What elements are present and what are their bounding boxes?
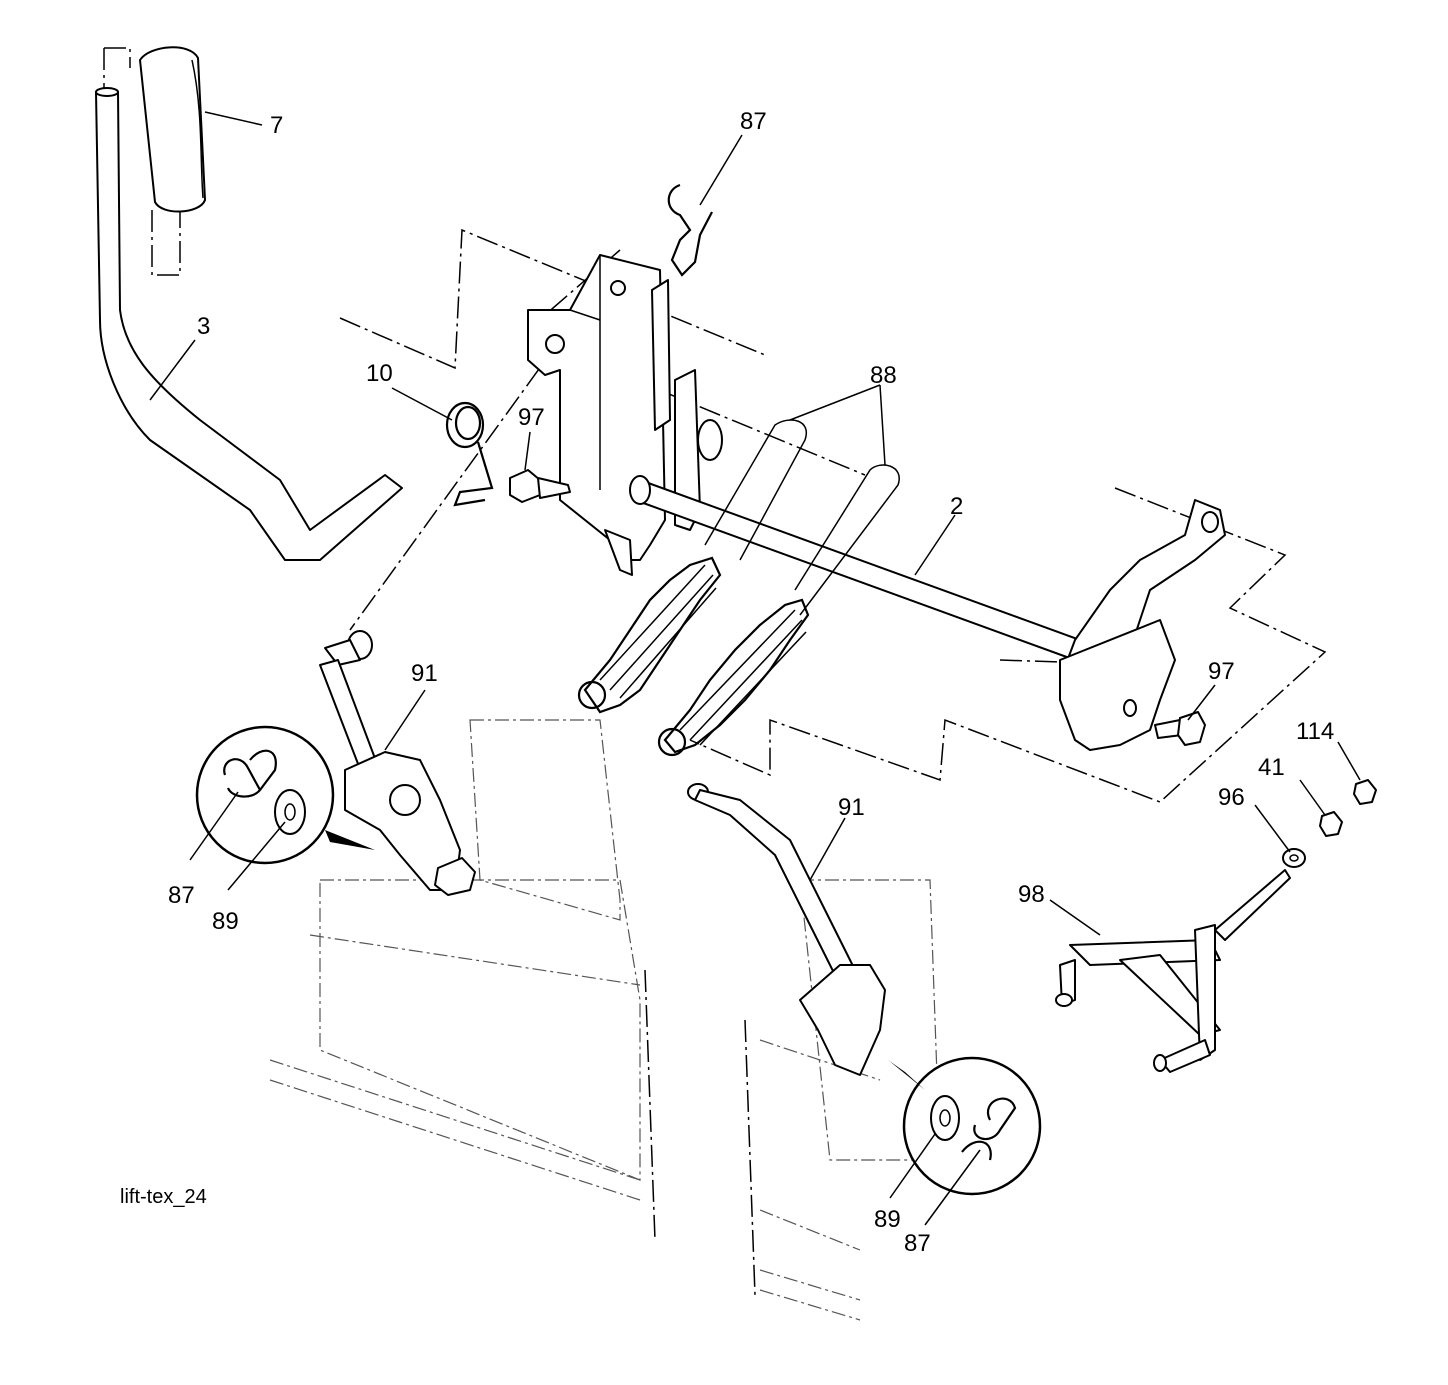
callout-96: 96: [1218, 784, 1245, 811]
torsion-spring: [445, 401, 494, 507]
callout-41: 41: [1258, 754, 1285, 781]
callout-89-right: 89: [874, 1206, 901, 1233]
hardware-stack: [1282, 779, 1377, 868]
extension-spring-right: [657, 598, 810, 757]
callout-97-left: 97: [518, 404, 545, 431]
spring-hooks: [704, 419, 900, 616]
callout-87-right: 87: [904, 1230, 931, 1257]
right-lift-arm: [1059, 499, 1226, 751]
callout-10: 10: [366, 360, 393, 387]
callout-3: 3: [197, 313, 211, 340]
deck-hanger: [1055, 869, 1291, 1073]
handle-grip: [139, 46, 206, 213]
lift-link-right: [687, 783, 886, 1076]
callout-7: 7: [270, 112, 284, 139]
callout-87-left: 87: [168, 882, 195, 909]
detail-circle-right: [888, 1056, 1042, 1196]
callout-91-left: 91: [411, 660, 438, 687]
leader-lines: [149, 111, 1361, 1226]
diagram-caption: lift-tex_24: [120, 1186, 207, 1208]
bolt-left: [509, 469, 571, 503]
lift-handle-rod: [95, 87, 403, 561]
detail-circle-left: [195, 725, 375, 865]
callout-91-right: 91: [838, 794, 865, 821]
mounting-bracket: [527, 254, 723, 576]
washer-96: [1282, 848, 1306, 868]
callout-89-left: 89: [212, 908, 239, 935]
callout-98: 98: [1018, 881, 1045, 908]
callout-2: 2: [950, 493, 964, 520]
callout-88: 88: [870, 362, 897, 389]
nut-41: [1319, 811, 1343, 837]
bolt-right: [1154, 711, 1206, 746]
callout-97-right: 97: [1208, 658, 1235, 685]
deck-frame-outline: [269, 719, 941, 1321]
callout-87-top: 87: [740, 108, 767, 135]
extension-spring-left: [577, 556, 722, 714]
callout-114: 114: [1296, 718, 1335, 745]
hairpin-clip-top: [667, 183, 713, 277]
nut-114: [1353, 779, 1377, 805]
lift-shaft: [629, 475, 1081, 661]
lift-link-left: [319, 630, 476, 896]
